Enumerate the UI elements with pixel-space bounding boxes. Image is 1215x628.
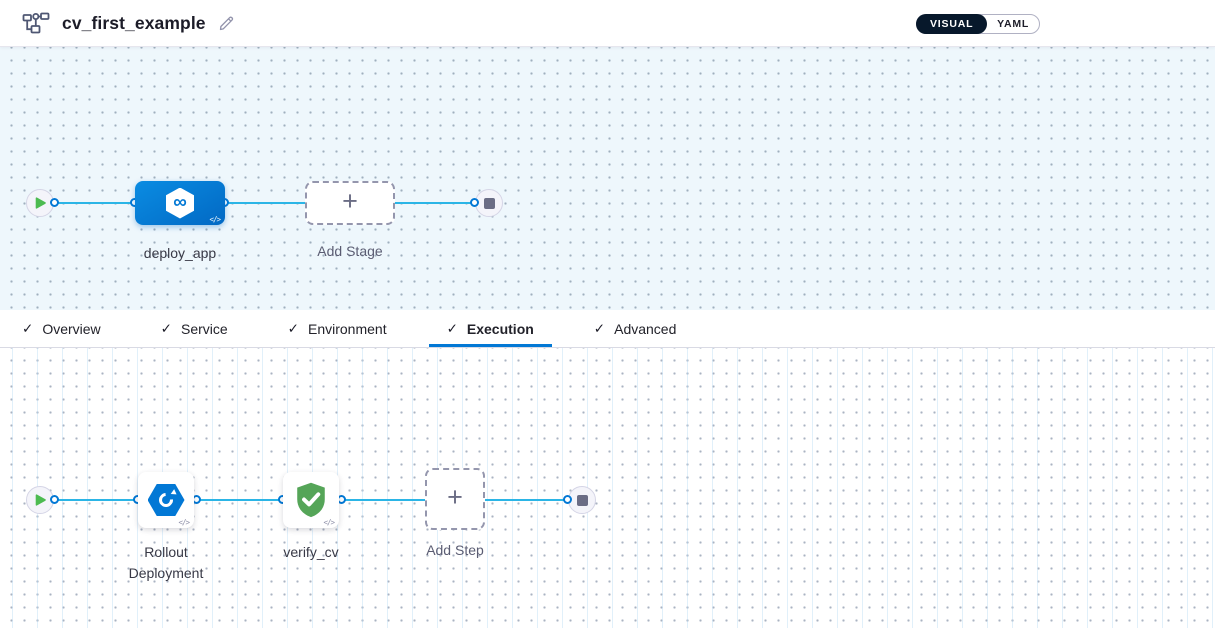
execution-canvas[interactable]: </> Rollout Deployment </> verify_cv + A…	[0, 348, 1215, 628]
check-icon: ✓	[22, 320, 34, 336]
pipeline-flowchart-icon	[22, 12, 50, 34]
tab-execution[interactable]: ✓ Execution	[428, 310, 553, 347]
rollout-cycle-hexagon-icon	[147, 484, 185, 516]
stop-icon	[483, 197, 495, 209]
connector-dot[interactable]	[563, 495, 572, 504]
step-node-rollout-deployment[interactable]: </>	[138, 472, 194, 528]
step-node-verify-cv[interactable]: </>	[283, 472, 339, 528]
edge-verify-to-addstep	[341, 499, 425, 501]
pipeline-header: cv_first_example VISUAL YAML	[0, 0, 1215, 47]
plus-icon: +	[447, 482, 463, 512]
stage-node-deploy-app[interactable]: ∞ </>	[135, 181, 225, 225]
stage-label: deploy_app	[143, 245, 217, 261]
shield-check-icon	[297, 482, 325, 518]
visual-yaml-toggle[interactable]: VISUAL YAML	[916, 13, 1040, 34]
execution-end-node[interactable]	[568, 486, 596, 514]
edge-addstage-to-end	[395, 202, 475, 204]
cd-infinity-hexagon-icon: ∞	[166, 187, 194, 219]
tab-overview[interactable]: ✓ Overview	[22, 320, 101, 337]
stage-config-tabbar: ✓ Overview ✓ Service ✓ Environment ✓ Exe…	[0, 310, 1215, 348]
pipeline-start-node[interactable]	[26, 189, 54, 217]
edge-stage-to-addstage	[225, 202, 305, 204]
code-icon: </>	[178, 518, 190, 527]
edge-rollout-to-verify	[196, 499, 283, 501]
check-icon: ✓	[593, 320, 606, 336]
execution-start-node[interactable]	[26, 486, 54, 514]
check-icon: ✓	[446, 320, 458, 336]
code-icon: </>	[323, 518, 335, 527]
plus-icon: +	[342, 186, 358, 216]
check-icon: ✓	[160, 320, 172, 336]
connector-dot[interactable]	[50, 198, 59, 207]
edge-addstep-to-end	[485, 499, 568, 501]
edit-title-pencil-icon[interactable]	[218, 15, 235, 32]
add-stage-button[interactable]: +	[305, 181, 395, 225]
play-icon	[35, 197, 46, 209]
code-icon: </>	[209, 215, 221, 224]
tab-advanced[interactable]: ✓ Advanced	[593, 320, 677, 337]
stop-icon	[576, 494, 588, 506]
toggle-visual-button[interactable]: VISUAL	[916, 13, 988, 34]
step-label: verify_cv	[283, 544, 339, 560]
stage-canvas[interactable]: ∞ </> deploy_app + Add Stage	[0, 47, 1215, 310]
toggle-yaml-button[interactable]: YAML	[997, 18, 1030, 30]
check-icon: ✓	[287, 320, 299, 336]
tab-environment[interactable]: ✓ Environment	[287, 320, 387, 337]
add-step-button[interactable]: +	[425, 468, 485, 530]
pipeline-title: cv_first_example	[62, 12, 206, 33]
play-icon	[35, 494, 46, 506]
add-step-label: Add Step	[426, 542, 484, 558]
add-stage-label: Add Stage	[317, 243, 383, 259]
edge-start-to-stage	[55, 202, 135, 204]
pipeline-end-node[interactable]	[475, 189, 503, 217]
tab-service[interactable]: ✓ Service	[160, 320, 228, 337]
step-label: Rollout Deployment	[128, 544, 204, 581]
connector-dot[interactable]	[470, 198, 479, 207]
edge-start-to-rollout	[55, 499, 138, 501]
connector-dot[interactable]	[50, 495, 59, 504]
